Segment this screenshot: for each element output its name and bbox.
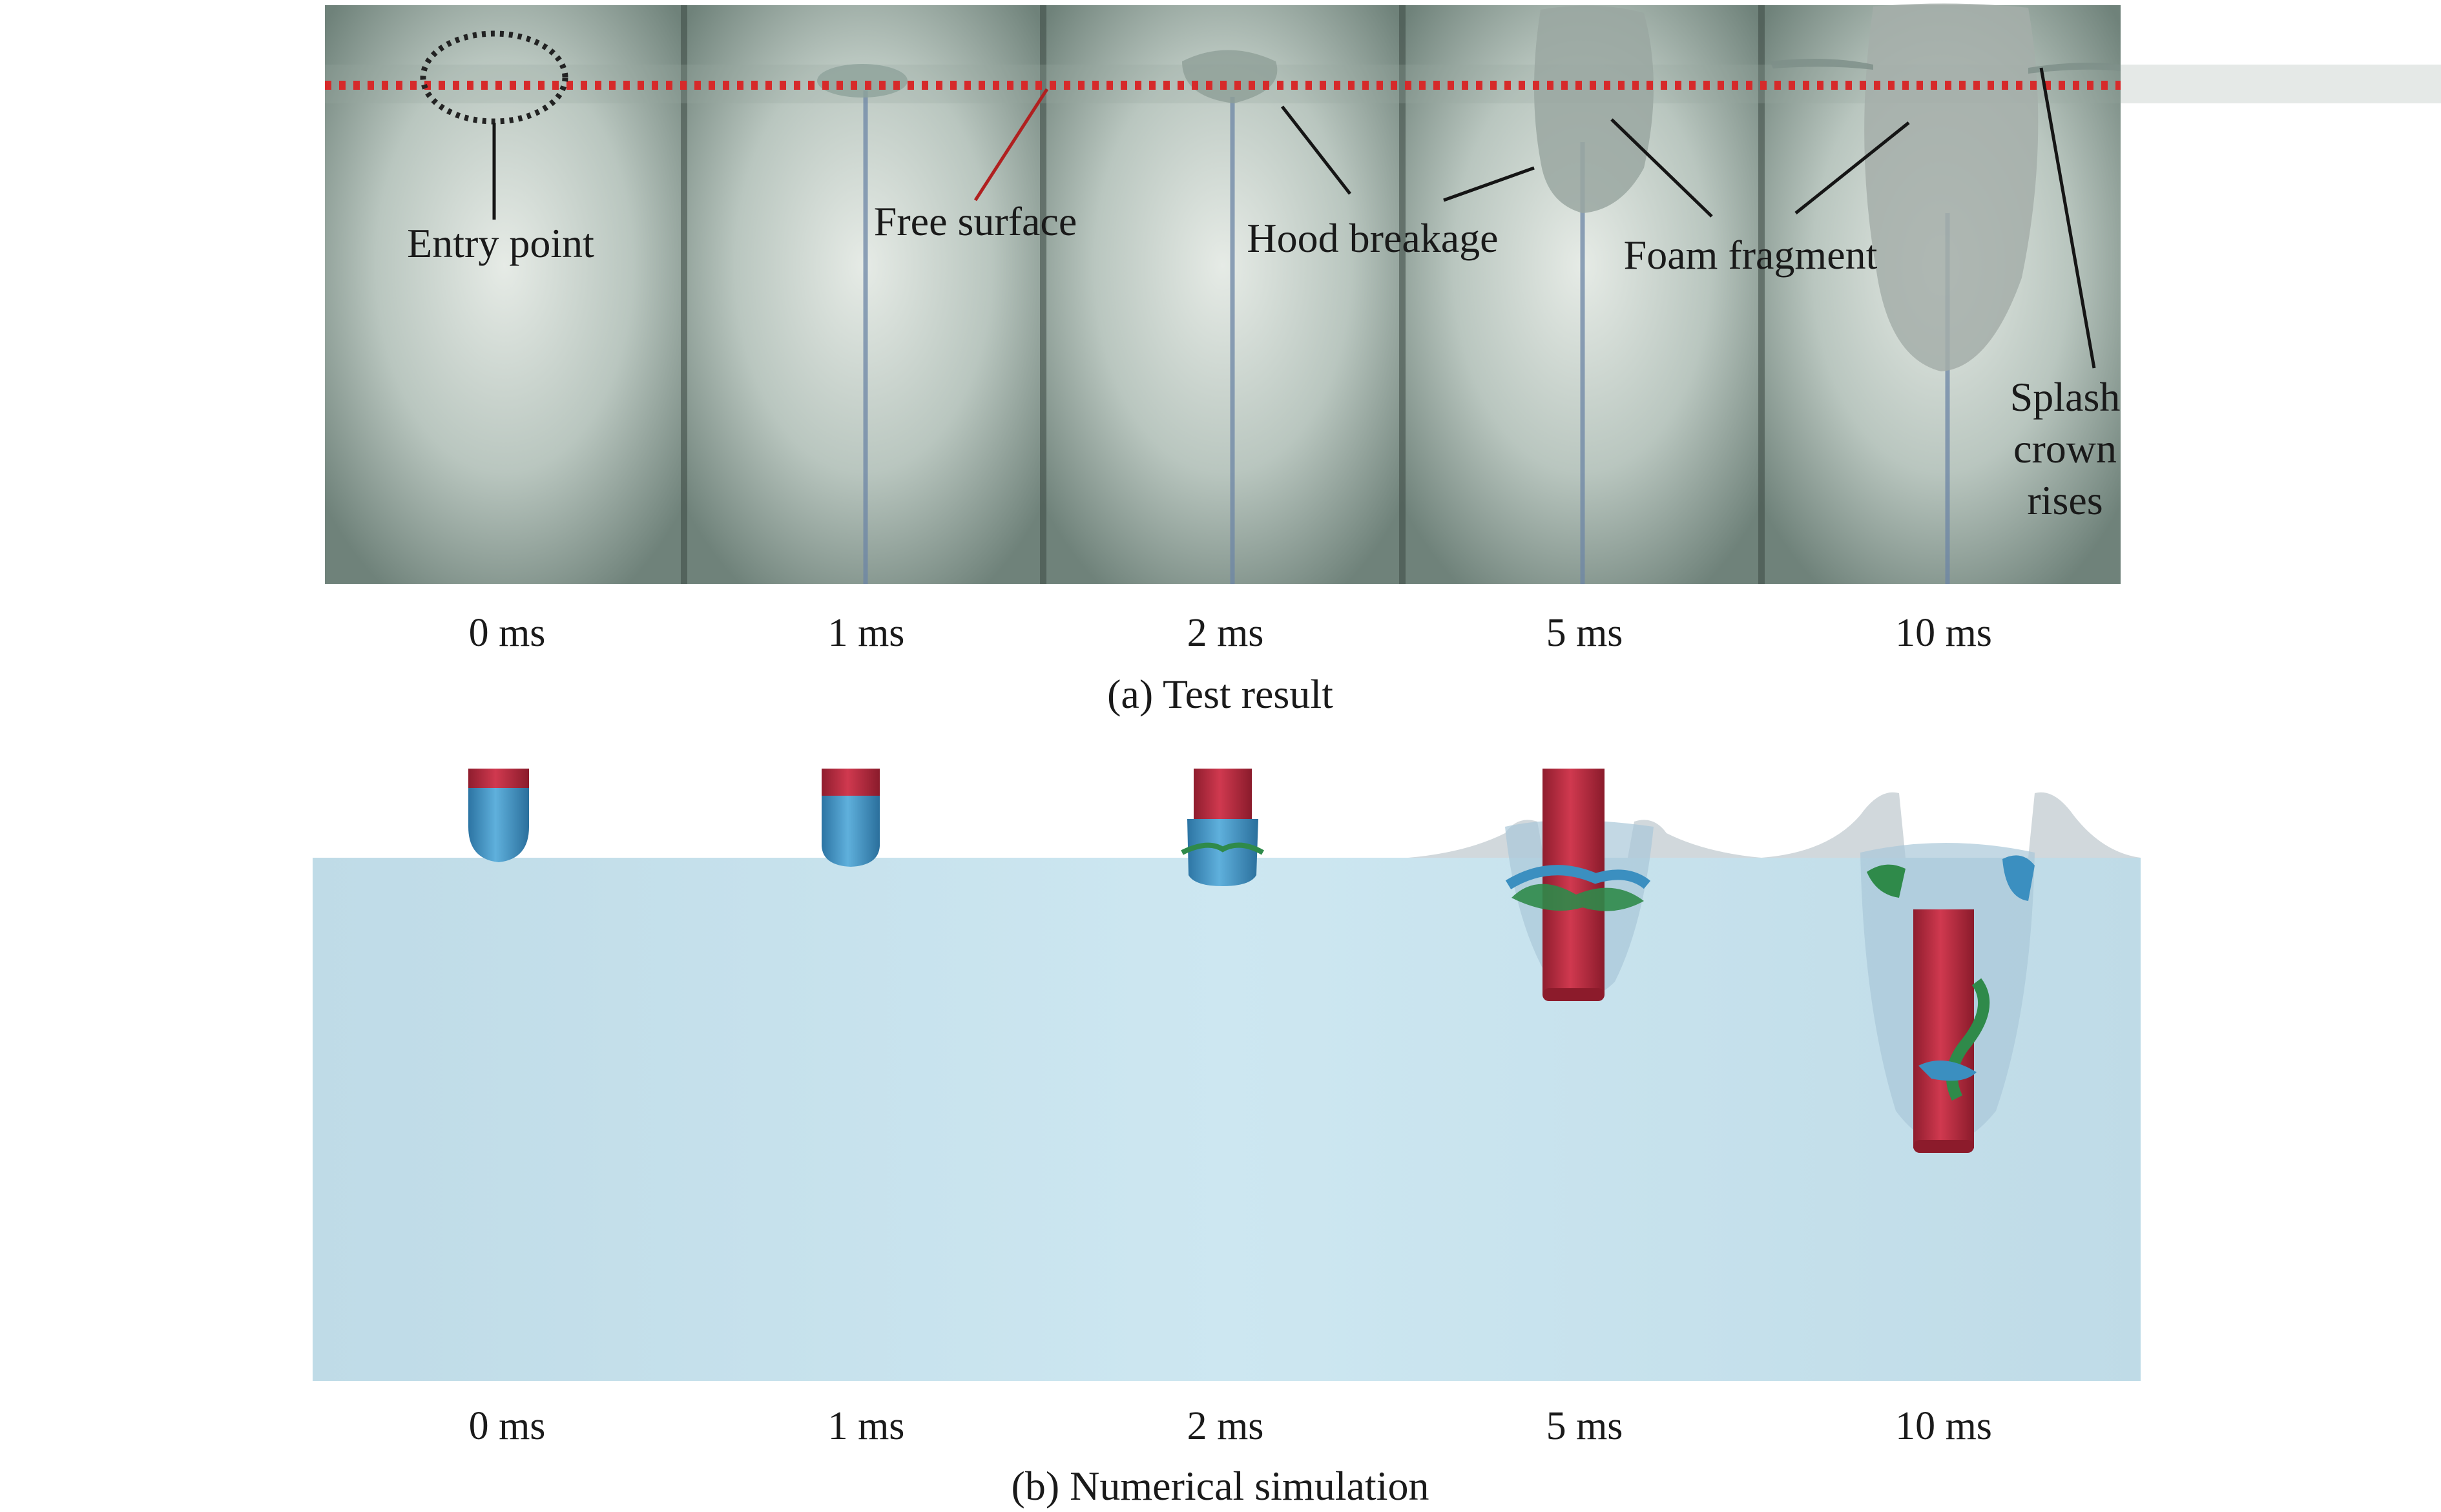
splash-crown-10ms (1761, 792, 2141, 858)
time-label: 2 ms (1187, 611, 1264, 655)
label-entry-point: Entry point (407, 220, 594, 266)
time-label: 0 ms (469, 611, 546, 655)
time-label: 2 ms (1187, 1404, 1264, 1448)
label-free-surface: Free surface (874, 198, 1077, 244)
projectile-5ms (1505, 769, 1654, 1001)
cavity-10ms (1864, 3, 2039, 372)
label-splash-line1: Splash (2010, 374, 2121, 420)
photo-frame-0ms (325, 5, 684, 584)
time-label: 1 ms (828, 1404, 905, 1448)
splash-crown-5ms (1408, 820, 1761, 858)
photo-frame-2ms (1043, 5, 1402, 584)
time-label: 0 ms (469, 1404, 546, 1448)
leader-lines (492, 67, 2096, 369)
cavity-2ms (1182, 50, 1278, 103)
entry-point-marker (420, 30, 568, 125)
projectile-10ms (1860, 843, 2035, 1153)
frame-dividers (681, 5, 1765, 584)
label-foam-fragment: Foam fragment (1624, 232, 1878, 278)
cavity-5ms (1534, 5, 1654, 213)
time-labels-a: 0 ms 1 ms 2 ms 5 ms 10 ms (469, 611, 1992, 655)
test-photo-strip: Entry point Free surface Hood breakage F… (325, 3, 2441, 584)
time-label: 5 ms (1546, 611, 1623, 655)
projectile-0ms (468, 769, 529, 862)
time-label: 10 ms (1895, 611, 1992, 655)
time-label: 10 ms (1895, 1404, 1992, 1448)
caption-b: (b) Numerical simulation (1012, 1463, 1429, 1509)
label-splash-line2: crown (2013, 426, 2117, 471)
time-label: 1 ms (828, 611, 905, 655)
label-splash-line3: rises (2027, 477, 2103, 523)
water-body (313, 858, 2141, 1381)
time-labels-b: 0 ms 1 ms 2 ms 5 ms 10 ms (469, 1404, 1992, 1448)
caption-a: (a) Test result (1107, 671, 1333, 717)
splash-crown (1770, 59, 2121, 74)
label-hood-breakage: Hood breakage (1247, 215, 1498, 261)
projectile-2ms (1181, 769, 1264, 886)
simulation-strip (313, 769, 2141, 1381)
projectile-1ms (822, 769, 880, 867)
time-label: 5 ms (1546, 1404, 1623, 1448)
